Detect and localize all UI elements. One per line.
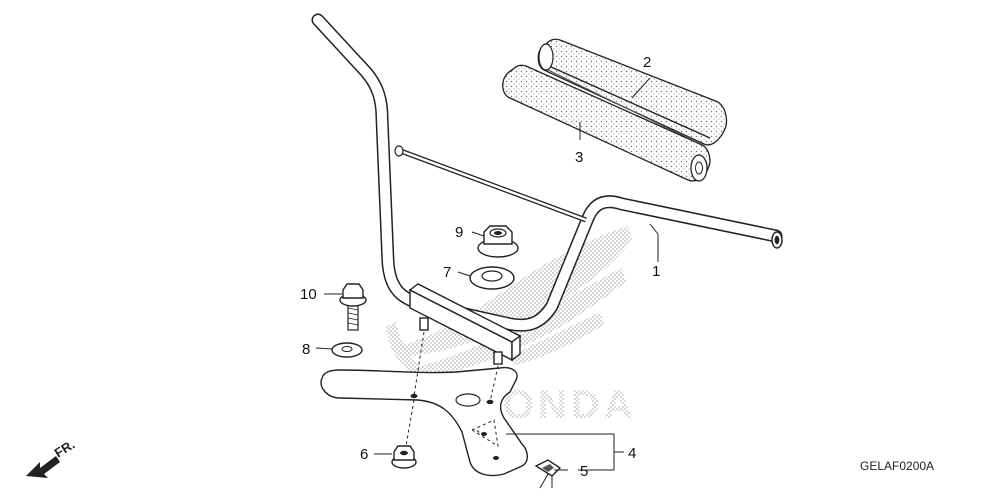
- assembly-guide-lines: [405, 331, 499, 447]
- callout-4: 4: [628, 445, 636, 462]
- callout-2: 2: [643, 54, 651, 71]
- leader-lines: [315, 77, 659, 489]
- callout-5: 5: [580, 463, 588, 480]
- front-direction-indicator: FR.: [26, 437, 77, 478]
- handlebar-clamp-block: [408, 283, 522, 365]
- callout-8: 8: [302, 341, 310, 358]
- holder-nut: [391, 445, 417, 469]
- callout-3: 3: [575, 149, 583, 166]
- callout-7: 7: [443, 264, 451, 281]
- callout-9: 9: [455, 224, 463, 241]
- flange-bolt: [339, 283, 367, 331]
- diagram-code: GELAF0200A: [860, 459, 934, 473]
- flange-nut: [477, 225, 519, 258]
- holder-clip: [534, 459, 562, 477]
- grip-pad-split: [537, 38, 728, 147]
- handlebar-holder: [320, 366, 528, 477]
- washer-small: [331, 342, 363, 358]
- callout-6: 6: [360, 446, 368, 463]
- callout-1: 1: [652, 263, 660, 280]
- handlebar-cross-brace: [394, 145, 587, 223]
- callout-10: 10: [300, 286, 317, 303]
- grip-pad: [502, 64, 711, 182]
- washer-large: [469, 266, 515, 290]
